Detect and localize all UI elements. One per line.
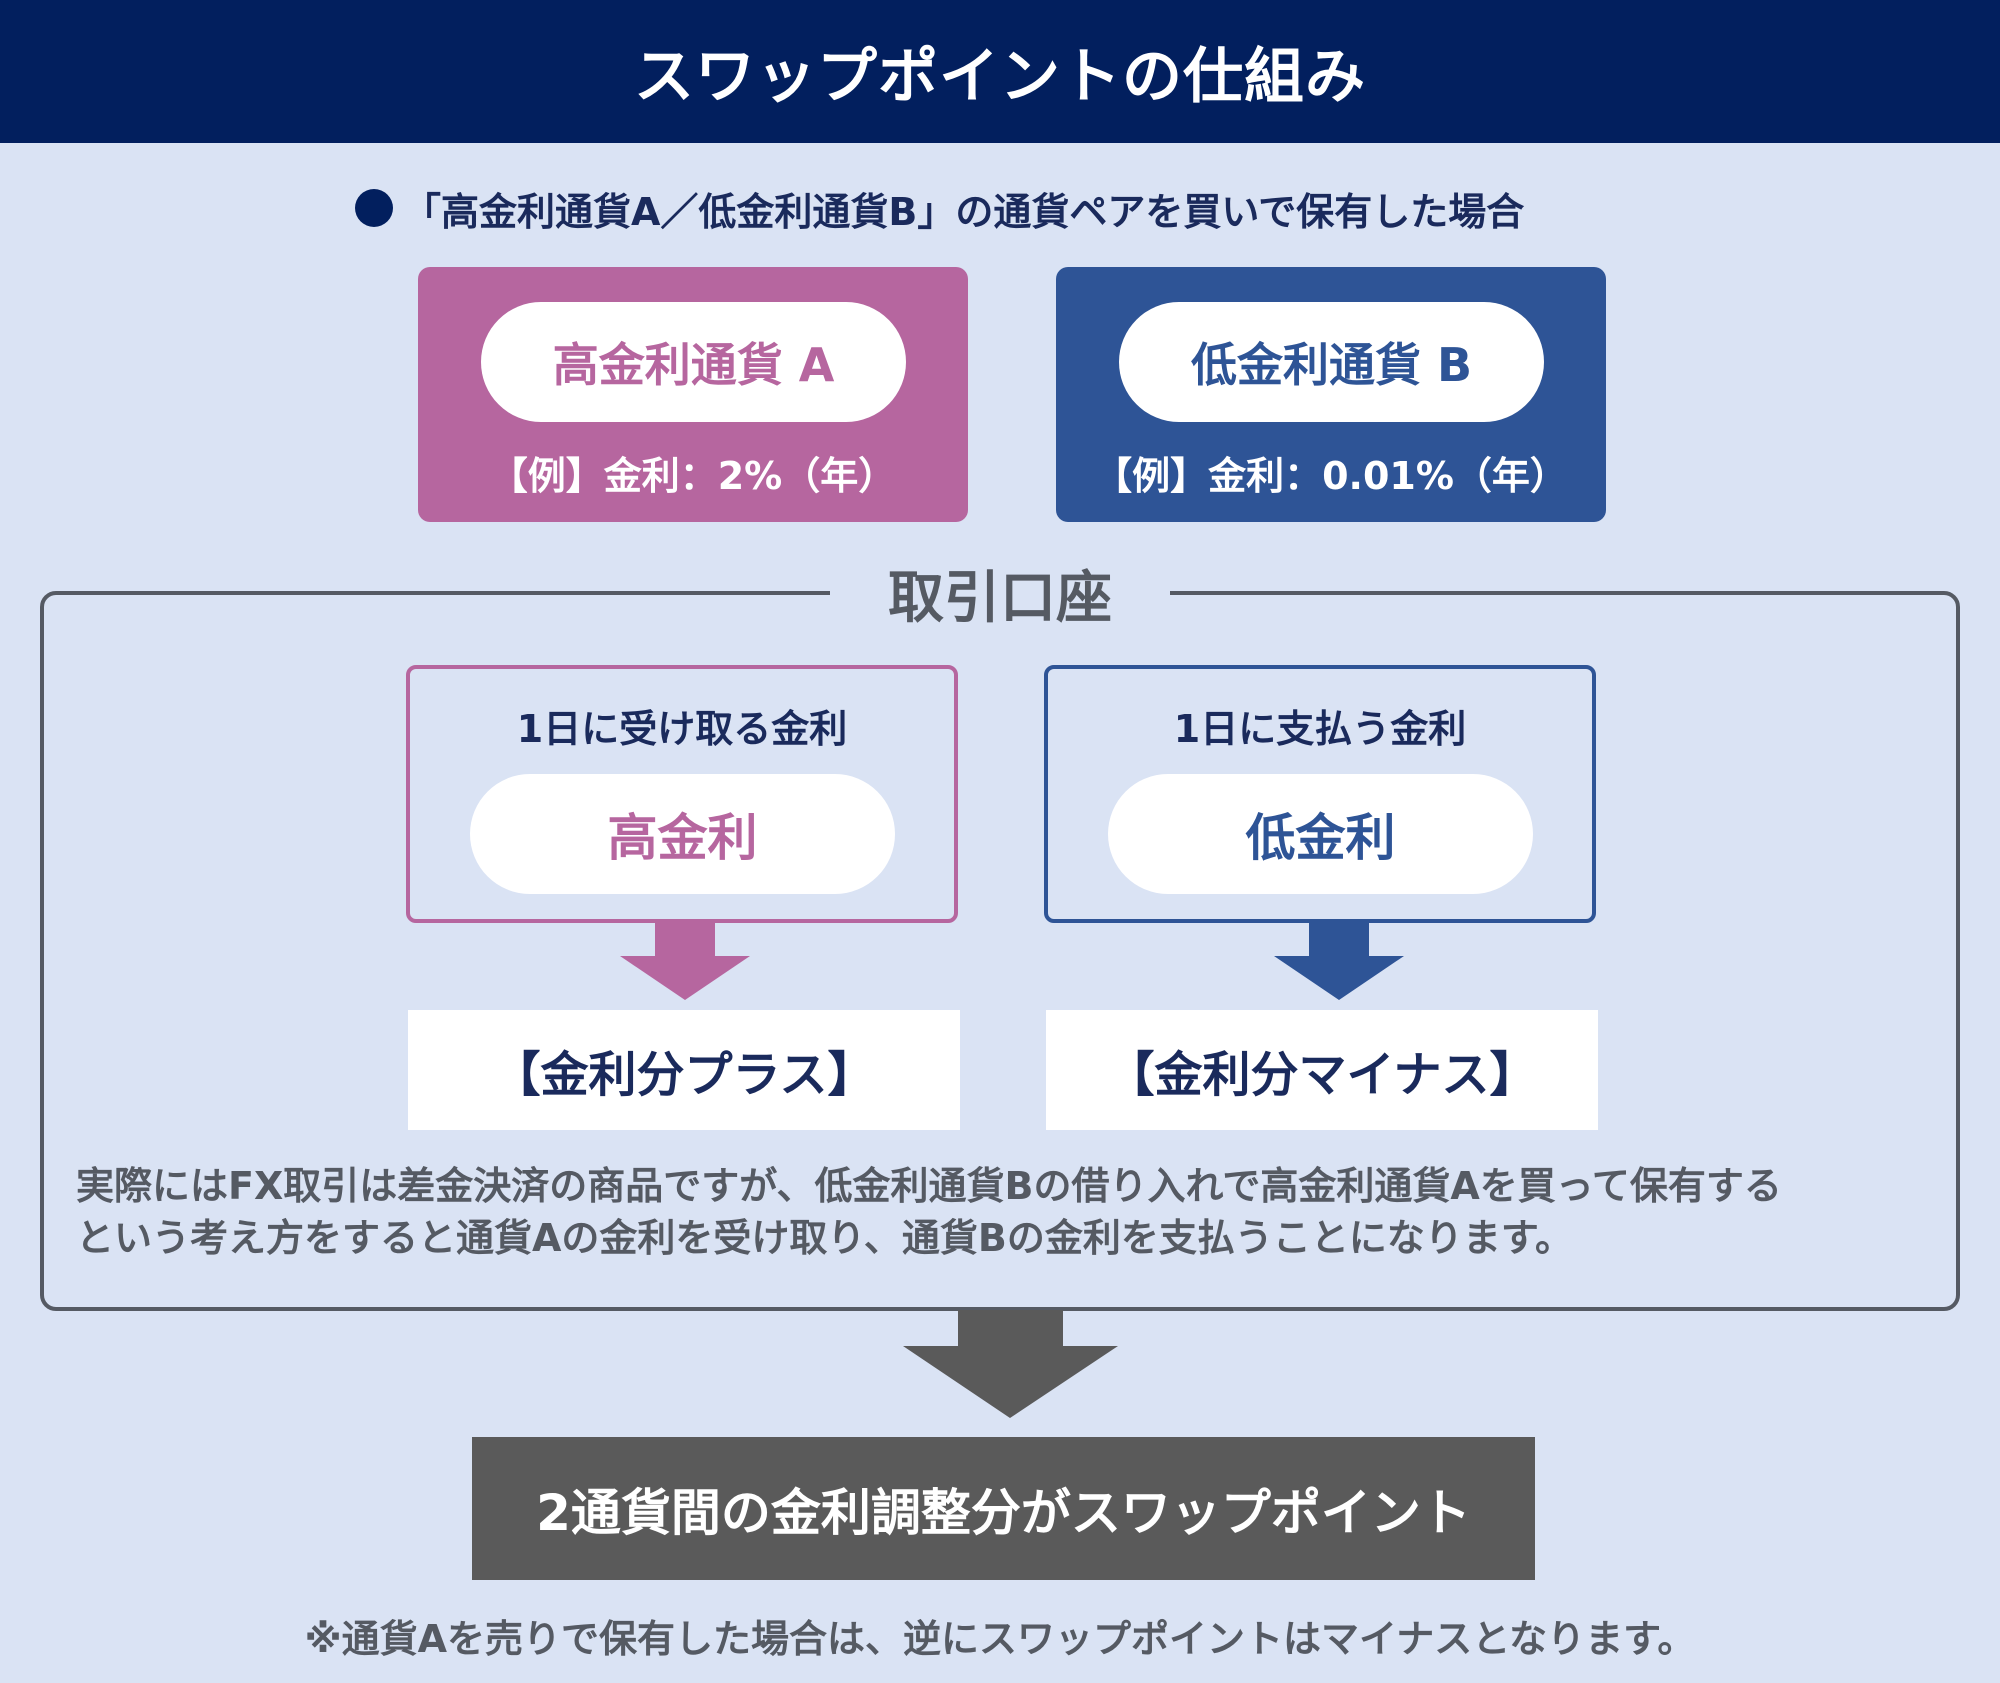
currency-b-name: 低金利通貨 B <box>1119 302 1544 422</box>
note-line: という考え方をすると通貨Aの金利を受け取り、通貨Bの金利を支払うことになります。 <box>76 1216 1574 1260</box>
currency-a-box: 高金利通貨 A 【例】金利：2%（年） <box>418 267 968 522</box>
down-arrow-large-icon <box>903 1310 1118 1418</box>
swap-point-conclusion: 2通貨間の金利調整分がスワップポイント <box>472 1437 1535 1580</box>
page-title: スワップポイントの仕組み <box>634 42 1366 112</box>
bullet-circle-icon <box>355 189 393 227</box>
account-title: 取引口座 <box>830 558 1170 631</box>
currency-b-box: 低金利通貨 B 【例】金利：0.01%（年） <box>1056 267 1606 522</box>
currency-a-name: 高金利通貨 A <box>481 302 906 422</box>
interest-plus-result: 【金利分プラス】 <box>408 1010 960 1130</box>
explanation-note: 実際にはFX取引は差金決済の商品ですが、低金利通貨Bの借り入れで高金利通貨Aを買… <box>76 1160 1936 1264</box>
currency-a-rate: 【例】金利：2%（年） <box>489 453 897 498</box>
receive-interest-box: 1日に受け取る金利 高金利 <box>406 665 958 923</box>
receive-interest-value: 高金利 <box>470 774 895 894</box>
pay-interest-box: 1日に支払う金利 低金利 <box>1044 665 1596 923</box>
footnote: ※通貨Aを売りで保有した場合は、逆にスワップポイントはマイナスとなります。 <box>304 1616 1696 1661</box>
pay-interest-label: 1日に支払う金利 <box>1173 706 1467 751</box>
note-line: 実際にはFX取引は差金決済の商品ですが、低金利通貨Bの借り入れで高金利通貨Aを買… <box>76 1164 1782 1208</box>
header-banner: スワップポイントの仕組み <box>0 0 2000 143</box>
subtitle: 「高金利通貨A／低金利通貨B」の通貨ペアを買いで保有した場合 <box>403 189 1525 234</box>
down-arrow-blue-icon <box>1274 922 1404 1000</box>
receive-interest-label: 1日に受け取る金利 <box>516 706 848 751</box>
interest-minus-result: 【金利分マイナス】 <box>1046 1010 1598 1130</box>
pay-interest-value: 低金利 <box>1108 774 1533 894</box>
currency-b-rate: 【例】金利：0.01%（年） <box>1094 453 1568 498</box>
down-arrow-pink-icon <box>620 922 750 1000</box>
subtitle-row: 「高金利通貨A／低金利通貨B」の通貨ペアを買いで保有した場合 <box>355 180 1524 236</box>
